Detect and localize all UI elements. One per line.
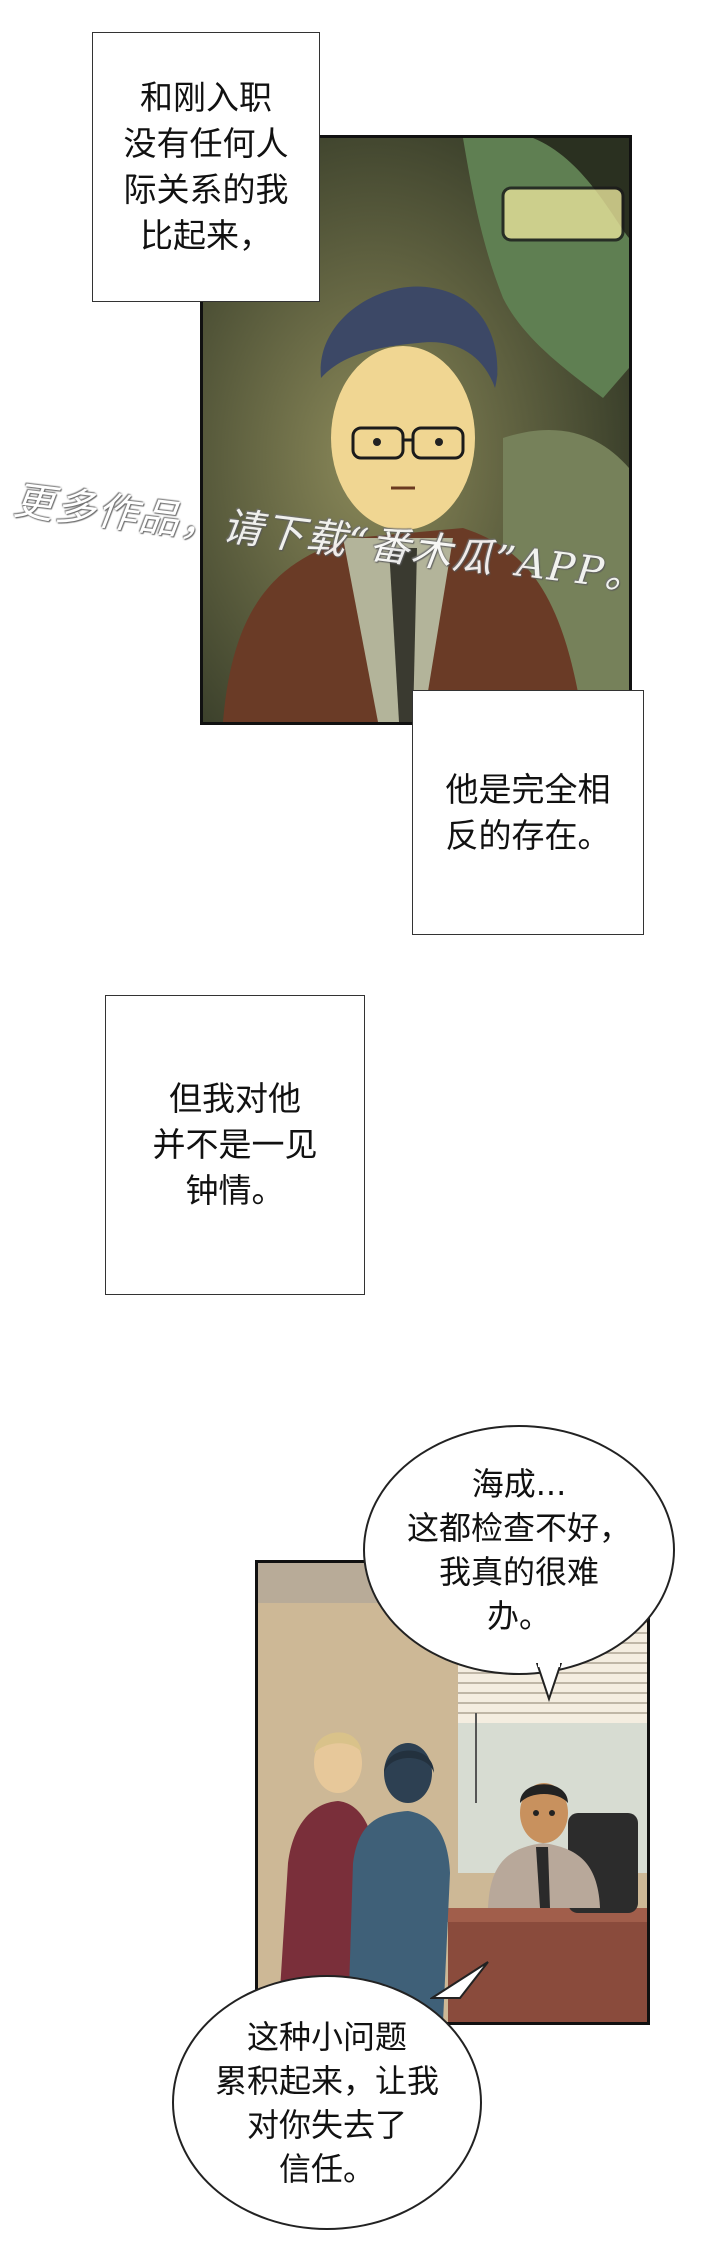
bubble-1-line-4: 办。 [486,1597,551,1635]
caption-box-3: 但我对他 并不是一见 钟情。 [105,995,365,1295]
speech-bubble-boss-2: 这种小问题 累积起来，让我 对你失去了 信任。 [172,1975,482,2230]
caption-3-line-1: 但我对他 [169,1079,301,1118]
bubble-1-line-3: 我真的很难 [438,1553,599,1591]
bubble-2-line-1: 这种小问题 [246,2017,407,2056]
caption-1-line-4: 比起来， [140,216,272,255]
caption-box-1: 和刚入职 没有任何人 际关系的我 比起来， [92,32,320,302]
bubble-1-line-2: 这都检查不好， [406,1509,631,1547]
speech-bubble-boss-1: 海成... 这都检查不好， 我真的很难 办。 [363,1425,675,1675]
caption-3-line-3: 钟情。 [185,1171,285,1210]
bubble-2-line-3: 对你失去了 [246,2105,407,2144]
caption-2-line-1: 他是完全相 [445,769,611,809]
caption-box-2: 他是完全相 反的存在。 [412,690,644,935]
caption-1-line-3: 际关系的我 [123,170,289,209]
caption-2-line-2: 反的存在。 [445,815,611,855]
bubble-2-line-2: 累积起来，让我 [214,2061,439,2100]
speech-bubble-boss-2-tail [430,1961,489,1999]
bubble-2-line-4: 信任。 [278,2149,375,2188]
caption-3-line-2: 并不是一见 [152,1125,318,1164]
speech-bubble-boss-1-tail [535,1663,563,1703]
caption-1-line-1: 和刚入职 [140,78,272,117]
caption-1-line-2: 没有任何人 [123,124,289,163]
bubble-1-line-1: 海成... [471,1465,567,1503]
